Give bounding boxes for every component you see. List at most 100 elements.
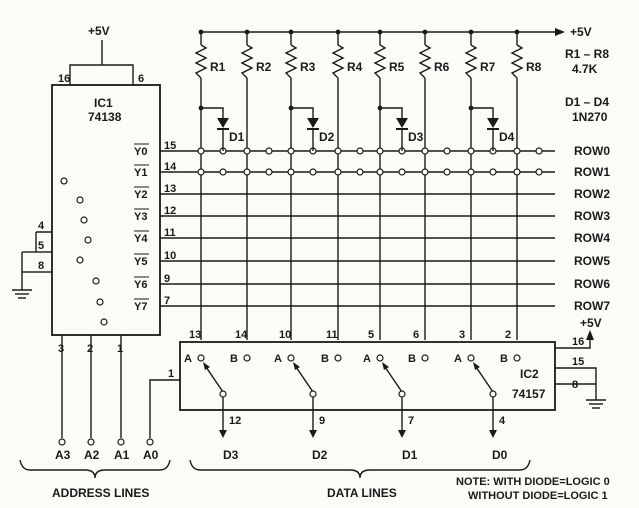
ic1-output-pin: 15: [164, 140, 176, 152]
ic2-top-pin: 6: [413, 329, 419, 341]
ic2-input-contact: [513, 354, 521, 362]
data-lines-caption: DATA LINES: [327, 486, 397, 500]
diode-symbol: [396, 118, 408, 128]
data-line-d0: D0: [492, 448, 508, 462]
ic1-output-label: Y3: [134, 211, 147, 223]
row-label: ROW4: [574, 231, 610, 245]
ic1-output-label: Y0: [134, 146, 147, 158]
diode-part-label: 1N270: [572, 110, 608, 124]
ic2-input-contact: [243, 354, 251, 362]
row-junction: [489, 168, 497, 176]
row-label: ROW1: [574, 165, 610, 179]
diode-junction: [198, 105, 204, 111]
ic2-switch-pivot: [398, 390, 406, 398]
diode-range-label: D1 – D4: [565, 95, 609, 109]
row-junction: [197, 168, 205, 176]
row-junction: [287, 147, 295, 155]
ic1-switch-contact: [76, 196, 84, 204]
row-junction: [467, 168, 475, 176]
resistor-label: R2: [256, 60, 272, 74]
diode-symbol: [487, 118, 499, 128]
ic2-switch-arrow: [293, 362, 300, 370]
ic2-input-contact: [467, 354, 475, 362]
ic2-switch-arrow: [203, 362, 210, 370]
ic1-switch-contact: [80, 216, 88, 224]
ic2-switch-pivot: [309, 390, 317, 398]
data-output-arrow: [398, 430, 406, 438]
ic2-top-pin: 13: [189, 329, 201, 341]
ic2-input-contact: [376, 354, 384, 362]
note-line-1: NOTE: WITH DIODE=LOGIC 0: [456, 476, 610, 488]
ic1-output-label: Y7: [134, 301, 147, 313]
data-output-arrow: [309, 430, 317, 438]
ic2-top-pin: 14: [235, 329, 248, 341]
address-line-a0: A0: [143, 448, 159, 462]
ic2-top-pin: 11: [326, 329, 338, 341]
resistor-symbol: [418, 44, 432, 79]
ic2-bottom-pin: 7: [408, 415, 414, 427]
row-junction: [421, 168, 429, 176]
row-junction: [421, 147, 429, 155]
diode-label: D2: [319, 130, 335, 144]
row-junction: [376, 168, 384, 176]
resistor-symbol: [284, 44, 298, 79]
ic2-input-contact: [197, 354, 205, 362]
ic1-supply-label: +5V: [88, 24, 110, 38]
row-label: ROW6: [574, 277, 610, 291]
resistor-symbol: [464, 44, 478, 79]
row-junction: [356, 168, 364, 176]
row-junction: [334, 147, 342, 155]
address-terminal: [58, 438, 66, 446]
ic2-top-pin: 2: [505, 329, 511, 341]
ic2-pin-1: 1: [168, 368, 174, 380]
ic2-switch-pivot: [489, 390, 497, 398]
row-label: ROW2: [574, 187, 610, 201]
row-junction: [197, 147, 205, 155]
row-junction: [334, 168, 342, 176]
ic2-input-label: A: [274, 353, 282, 365]
diode-lead: [201, 107, 224, 118]
diode-symbol: [307, 118, 319, 128]
ic1-switch-contact: [60, 177, 68, 185]
ic1-switch-contact: [92, 277, 100, 285]
row-junction: [535, 168, 543, 176]
row-junction: [535, 147, 543, 155]
ic2-top-pin: 5: [368, 329, 374, 341]
row-junction: [356, 147, 364, 155]
row-junction: [265, 168, 273, 176]
row-junction: [443, 147, 451, 155]
ic2-input-label: B: [408, 353, 416, 365]
row-junction: [265, 147, 273, 155]
diode-lead: [380, 107, 403, 118]
diode-junction: [377, 105, 383, 111]
ic2-name: IC2: [520, 367, 539, 381]
ic2-input-contact: [421, 354, 429, 362]
ic2-input-label: A: [363, 353, 371, 365]
ic1-pin-1: 1: [117, 343, 123, 355]
resistor-label: R3: [300, 60, 316, 74]
ic1-output-pin: 14: [164, 161, 177, 173]
ic1-switch-contact: [76, 256, 84, 264]
ic1-pin-16: 16: [58, 73, 70, 85]
data-line-d3: D3: [223, 448, 239, 462]
resistor-symbol: [331, 44, 345, 79]
diode-lead: [471, 107, 494, 118]
ic2-pin-15: 15: [572, 356, 584, 368]
row-junction: [243, 168, 251, 176]
resistor-label: R8: [526, 60, 542, 74]
ic2-switch-pivot: [219, 390, 227, 398]
address-terminal: [146, 438, 154, 446]
diode-lead: [291, 107, 314, 118]
row-label: ROW3: [574, 209, 610, 223]
row-junction: [513, 168, 521, 176]
row-label: ROW7: [574, 299, 610, 313]
ic1-output-label: Y1: [134, 167, 147, 179]
address-terminal: [87, 438, 95, 446]
ic1-output-label: Y2: [134, 189, 147, 201]
ic1-output-label: Y6: [134, 279, 147, 291]
